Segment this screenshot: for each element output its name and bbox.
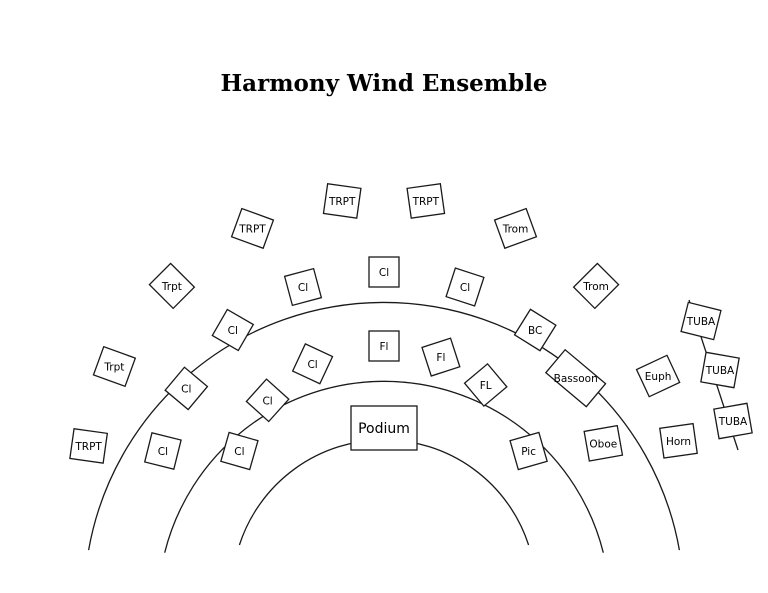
seat-label: Fl — [380, 341, 389, 353]
seat-box — [713, 402, 753, 440]
podium-label: Podium — [358, 421, 410, 437]
seat-box — [700, 351, 740, 389]
row-3-seat-2: Trpt — [92, 345, 137, 388]
seat-label: Cl — [234, 446, 244, 458]
seat-label: Trpt — [161, 281, 182, 293]
seat-box — [230, 207, 275, 250]
seat-label: TUBA — [705, 365, 735, 377]
seat-label: Fl — [436, 352, 445, 364]
tuba-row-seat-2: TUBA — [700, 351, 740, 389]
row-3-seat-5: TRPT — [322, 182, 362, 219]
seat-label: Cl — [158, 446, 168, 458]
seat-box — [92, 345, 137, 388]
seat-box — [659, 422, 698, 459]
seat-box — [583, 424, 624, 462]
seat-label: Cl — [379, 267, 389, 279]
seat-box — [463, 362, 508, 408]
row-3-seat-7: Trom — [493, 207, 538, 250]
row-1-seat-6: FL — [463, 362, 508, 408]
row-3-seat-9: Euph — [635, 354, 681, 398]
seat-box — [544, 348, 607, 408]
seat-label: Bassoon — [554, 373, 598, 385]
row-3-seat-4: TRPT — [230, 207, 275, 250]
seat-box — [220, 431, 259, 471]
seat-box — [406, 182, 446, 219]
seat-box — [368, 330, 400, 362]
seat-box — [445, 267, 485, 307]
seat-label: BC — [528, 325, 542, 337]
podium: Podium — [350, 405, 418, 451]
seat-label: Trpt — [103, 362, 124, 374]
diagram-title: Harmony Wind Ensemble — [220, 70, 548, 97]
seat-box — [143, 432, 182, 470]
tuba-row-seat-1: TUBA — [680, 301, 722, 341]
seat-label: TRPT — [74, 441, 102, 453]
seat-box — [322, 182, 362, 219]
row-2-arc — [164, 380, 604, 553]
seat-box — [69, 427, 109, 464]
seats-layer: ClClClFlFlFLPicClClClClClClBCBassoonOboe… — [69, 182, 753, 471]
seat-box — [291, 343, 334, 385]
row-3-seat-1: TRPT — [69, 427, 109, 464]
row-1-seat-7: Pic — [509, 431, 548, 471]
row-2-seat-3: Cl — [211, 308, 255, 352]
seat-box — [572, 262, 620, 310]
seat-label: Cl — [262, 395, 272, 407]
seat-label: Oboe — [589, 438, 617, 450]
seat-box — [245, 378, 290, 423]
seat-label: Cl — [298, 282, 308, 294]
row-2-seat-1: Cl — [143, 432, 182, 470]
seat-label: Pic — [521, 446, 536, 458]
seat-box — [164, 366, 209, 411]
row-2-seat-7: BC — [513, 308, 557, 352]
seat-label: Trom — [502, 223, 529, 235]
row-2-seat-8: Bassoon — [544, 348, 607, 408]
row-1-seat-5: Fl — [421, 337, 461, 377]
seat-box — [635, 354, 681, 398]
seat-label: TRPT — [238, 223, 266, 235]
row-2-seat-2: Cl — [164, 366, 209, 411]
row-1-seat-2: Cl — [245, 378, 290, 423]
seat-label: Trom — [582, 281, 609, 293]
row-3-seat-6: TRPT — [406, 182, 446, 219]
seat-box — [421, 337, 461, 377]
row-1-arc — [238, 439, 530, 546]
seat-box — [283, 267, 323, 307]
seat-label: TRPT — [328, 196, 356, 208]
row-3-seat-10: Horn — [659, 422, 698, 459]
seat-label: TUBA — [718, 416, 748, 428]
row-2-seat-5: Cl — [368, 256, 400, 288]
seat-label: TRPT — [412, 196, 440, 208]
row-1-seat-4: Fl — [368, 330, 400, 362]
tuba-row-seat-3: TUBA — [713, 402, 753, 440]
seat-label: Euph — [645, 371, 672, 383]
podium-box — [350, 405, 418, 451]
seat-box — [513, 308, 557, 352]
row-1-seat-1: Cl — [220, 431, 259, 471]
seat-box — [211, 308, 255, 352]
row-2-seat-9: Oboe — [583, 424, 624, 462]
seat-box — [493, 207, 538, 250]
seat-label: FL — [480, 380, 492, 392]
row-1-seat-3: Cl — [291, 343, 334, 385]
seat-label: Horn — [666, 436, 691, 448]
seat-label: Cl — [460, 282, 470, 294]
row-3-seat-8: Trom — [572, 262, 620, 310]
seat-label: Cl — [181, 383, 191, 395]
seat-box — [148, 262, 196, 310]
seat-label: Cl — [228, 325, 238, 337]
row-3-arc — [87, 301, 681, 551]
seat-box — [509, 431, 548, 471]
row-2-seat-4: Cl — [283, 267, 323, 307]
seat-box — [368, 256, 400, 288]
row-3-seat-3: Trpt — [148, 262, 196, 310]
seat-label: TUBA — [686, 316, 716, 328]
seat-box — [680, 301, 722, 341]
seat-label: Cl — [307, 359, 317, 371]
row-2-seat-6: Cl — [445, 267, 485, 307]
